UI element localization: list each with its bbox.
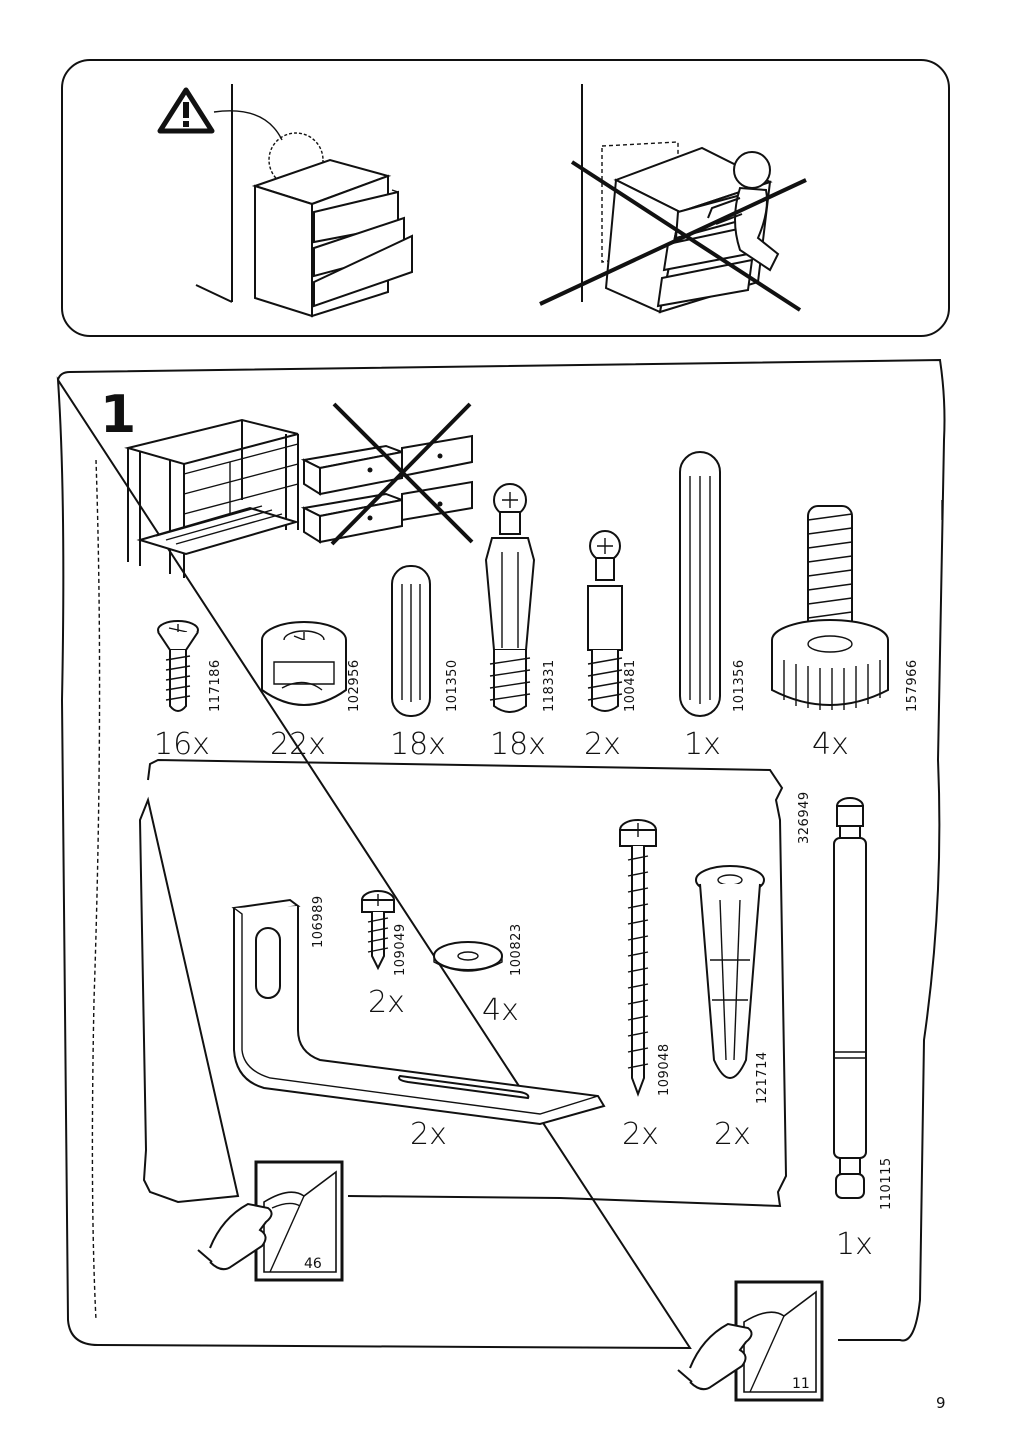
cam-lock-part bbox=[261, 621, 347, 706]
adjustable-foot-part bbox=[771, 505, 889, 710]
page-ref-11-label: 11 bbox=[792, 1376, 810, 1392]
cam-connector-bolt-short-part bbox=[587, 530, 623, 712]
qty-109048: 2x bbox=[622, 1117, 659, 1152]
page-ref-46-label: 46 bbox=[304, 1256, 322, 1272]
long-dowel-part bbox=[679, 451, 721, 717]
wall-plug-part bbox=[695, 865, 765, 1079]
washer-part bbox=[433, 941, 503, 972]
part-id-109048: 109048 bbox=[657, 1043, 672, 1096]
qty-110115: 1x bbox=[836, 1227, 873, 1262]
qty-101350: 18x bbox=[390, 727, 446, 762]
part-id-117186: 117186 bbox=[208, 659, 223, 712]
part-id-106989: 106989 bbox=[311, 895, 326, 948]
drawers-not-used-illustration bbox=[300, 402, 474, 546]
qty-121714: 2x bbox=[714, 1117, 751, 1152]
long-screw-part bbox=[619, 819, 657, 1097]
qty-118331: 18x bbox=[490, 727, 546, 762]
part-id-102956: 102956 bbox=[347, 659, 362, 712]
qty-106989: 2x bbox=[410, 1117, 447, 1152]
wall-kit-box bbox=[138, 758, 788, 1208]
warning-triangle-icon bbox=[157, 87, 324, 188]
rod-part bbox=[833, 797, 867, 1199]
qty-117186: 16x bbox=[154, 727, 210, 762]
part-quantities: 16x 22x 18x 18x 2x 1x 4x bbox=[154, 727, 849, 762]
part-id-326949: 326949 bbox=[797, 791, 812, 844]
part-id-110115: 110115 bbox=[879, 1157, 894, 1210]
qty-157966: 4x bbox=[812, 727, 849, 762]
qty-109049: 2x bbox=[368, 985, 405, 1020]
part-id-101350: 101350 bbox=[445, 659, 460, 712]
step-number: 1 bbox=[100, 385, 136, 445]
page-reference-11: 11 bbox=[677, 1280, 824, 1402]
dresser-tipping-illustration bbox=[539, 141, 807, 314]
part-id-101356: 101356 bbox=[732, 659, 747, 712]
page-number: 9 bbox=[936, 1394, 946, 1412]
frame-illustration bbox=[124, 418, 300, 578]
cam-connector-bolt-part bbox=[484, 483, 536, 713]
part-id-118331: 118331 bbox=[542, 659, 557, 712]
page-reference-46: 46 bbox=[197, 1160, 344, 1282]
small-screw-part bbox=[361, 890, 395, 971]
step-frame bbox=[56, 358, 946, 1350]
qty-100481: 2x bbox=[584, 727, 621, 762]
part-id-157966: 157966 bbox=[905, 659, 920, 712]
qty-102956: 22x bbox=[270, 727, 326, 762]
screw-part bbox=[157, 620, 199, 712]
wall-bracket-part bbox=[231, 898, 606, 1126]
qty-100823: 4x bbox=[482, 993, 519, 1028]
part-id-109049: 109049 bbox=[393, 923, 408, 976]
part-ids: 117186 102956 101350 118331 100481 10135… bbox=[208, 659, 920, 712]
qty-101356: 1x bbox=[684, 727, 721, 762]
part-id-121714: 121714 bbox=[755, 1051, 770, 1104]
dresser-anchored-illustration bbox=[251, 158, 413, 318]
part-id-100823: 100823 bbox=[509, 923, 524, 976]
wooden-dowel-part bbox=[391, 565, 431, 717]
warning-panel bbox=[61, 59, 950, 337]
part-id-100481: 100481 bbox=[623, 659, 638, 712]
